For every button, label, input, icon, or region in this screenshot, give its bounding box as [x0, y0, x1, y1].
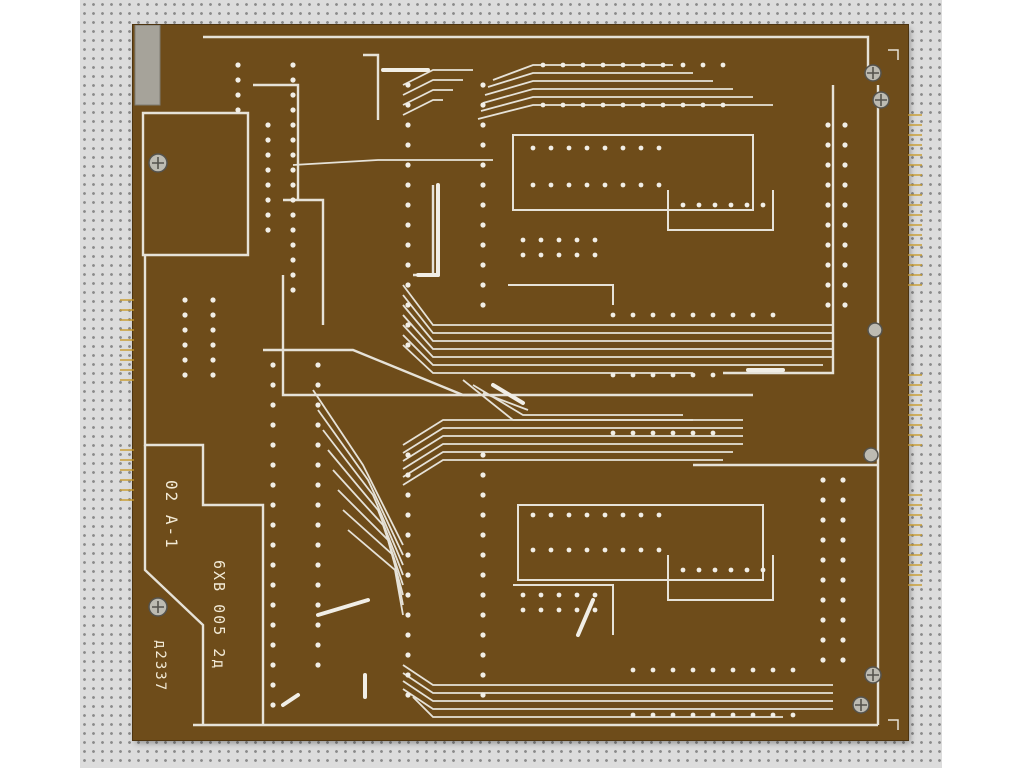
- jumper-segments: [281, 68, 785, 707]
- mounting-screws: [148, 64, 890, 714]
- pad-row-horizontal: [520, 62, 796, 718]
- metal-bracket: [134, 25, 161, 106]
- screw-icon: [867, 322, 883, 338]
- corner-marks: [888, 49, 899, 730]
- board-id-label: 02 A-1: [162, 480, 181, 550]
- pad-col-1: [235, 62, 296, 293]
- right-edge-pins: [908, 114, 922, 586]
- serial-label: д2337: [152, 640, 168, 693]
- screw-icon: [863, 447, 879, 463]
- trace-group-bus-top: [292, 64, 773, 166]
- trace-group-bus-mid: [402, 284, 833, 486]
- ic-footprints: [508, 134, 774, 635]
- circuit-board: 02 A-1 6XB 005 2д д2337: [133, 25, 908, 740]
- pad-rows: [182, 62, 848, 718]
- pad-col-2: [182, 297, 321, 708]
- trace-group-outline: [141, 35, 880, 727]
- trace-group-bus-bottom: [312, 389, 833, 718]
- part-number-label: 6XB 005 2д: [210, 560, 228, 671]
- left-edge-pins: [120, 299, 134, 501]
- pad-col-4: [820, 122, 848, 663]
- pad-col-3: [405, 82, 486, 698]
- circuit-traces: [134, 25, 899, 730]
